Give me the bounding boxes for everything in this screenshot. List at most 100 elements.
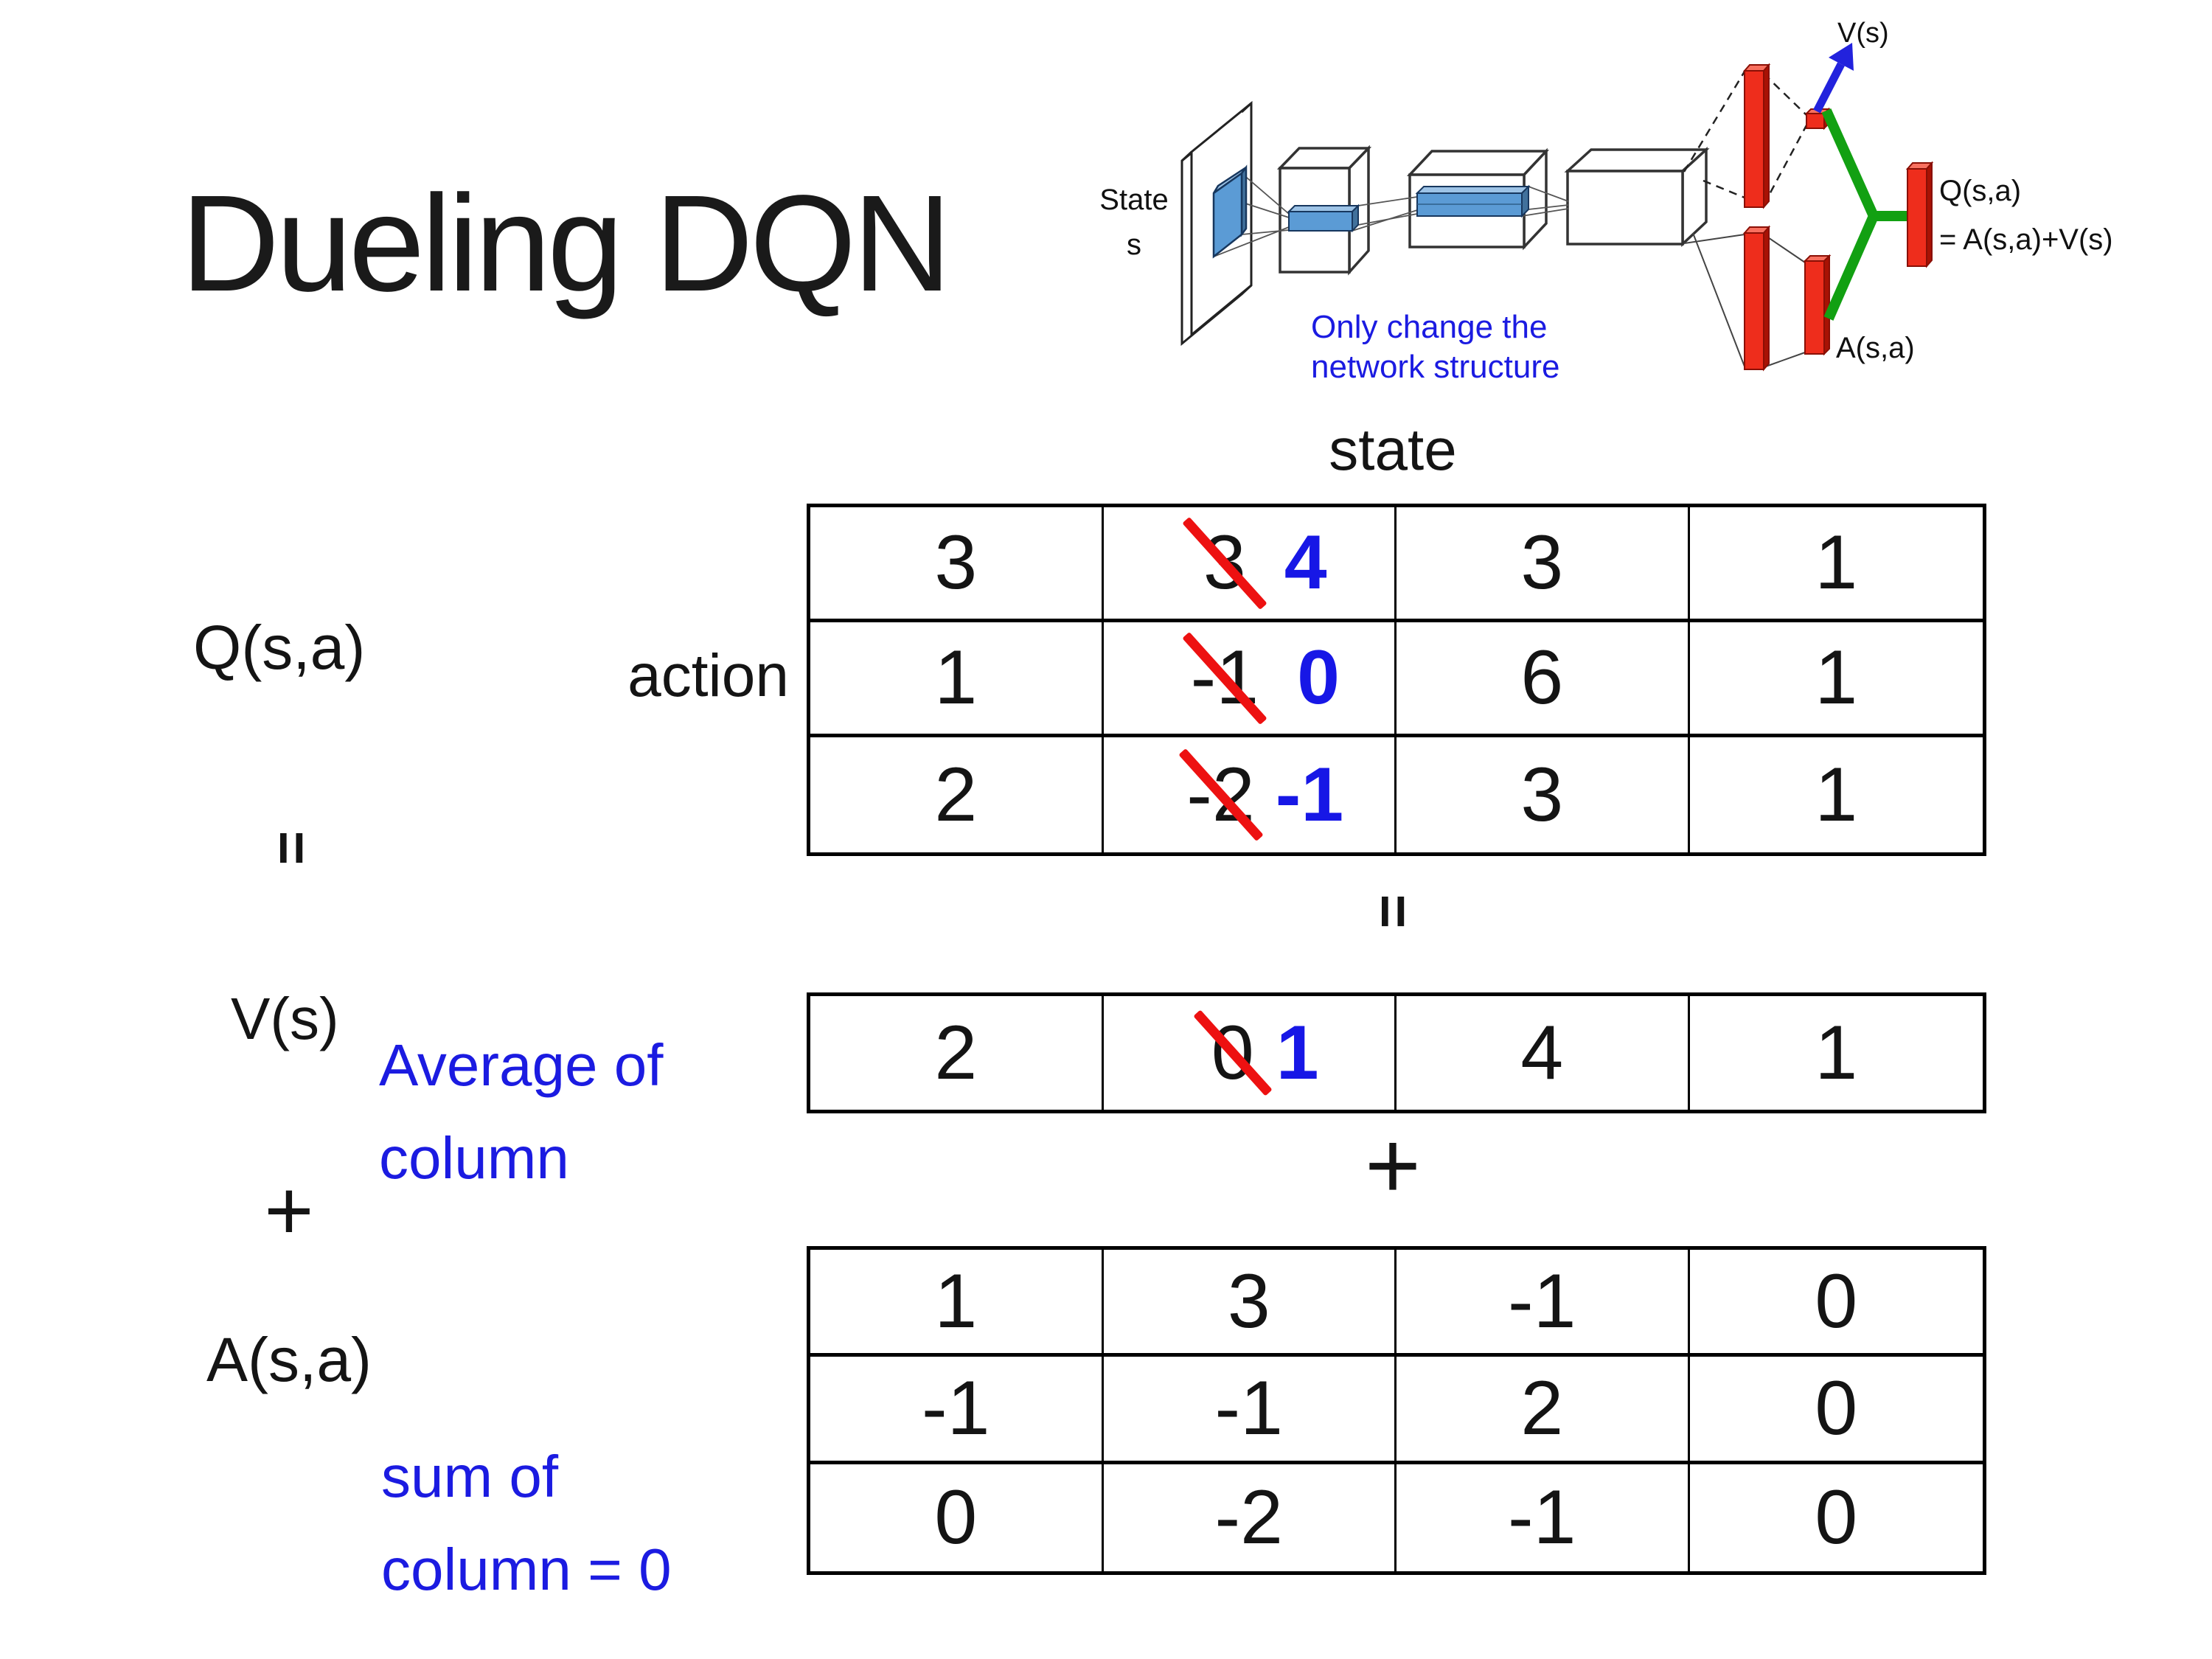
a-value: 1 xyxy=(934,1258,978,1344)
q-cell-struck: -2-1 xyxy=(1104,737,1397,852)
a-value: 0 xyxy=(934,1474,978,1560)
sum-note-line1: sum of xyxy=(381,1444,559,1509)
q-value: 1 xyxy=(1815,635,1858,720)
diagram-q-label-line2: = A(s,a)+V(s) xyxy=(1939,223,2113,256)
q-new-value: -1 xyxy=(1275,751,1344,838)
equals-sign-left: = xyxy=(243,813,339,883)
input-frame xyxy=(1180,100,1253,347)
v-value: 2 xyxy=(934,1009,978,1096)
a-cell: 3 xyxy=(1103,1250,1397,1357)
network-diagram: V(s) State s Only change the network str… xyxy=(1099,18,2113,385)
q-cell: 1 xyxy=(1689,622,1983,737)
q-cell-struck: -1 0 xyxy=(1103,622,1397,737)
conv-connection-lines xyxy=(1213,173,1569,257)
equals-sign-center: = xyxy=(807,876,1979,946)
diagram-state-label-line1: State xyxy=(1099,184,1168,216)
q-value: 1 xyxy=(1815,751,1858,838)
q-cell: 3 xyxy=(810,507,1104,622)
v-matrix-label: V(s) xyxy=(231,986,339,1051)
plus-sign-center: + xyxy=(1365,1111,1421,1219)
q-value: 1 xyxy=(1815,520,1858,605)
diagram-q-label-line1: Q(s,a) xyxy=(1939,175,2021,207)
a-value: 0 xyxy=(1815,1474,1858,1560)
a-cell: -1 xyxy=(810,1357,1104,1464)
a-value: -1 xyxy=(922,1365,990,1451)
diagram-note-line2: network structure xyxy=(1311,349,1559,385)
q-new-value: 0 xyxy=(1297,635,1340,720)
conv-filter-input xyxy=(1212,164,1248,259)
page-title: Dueling DQN xyxy=(181,167,952,320)
q-cell: 1 xyxy=(810,622,1104,737)
q-cell: 3 xyxy=(1397,737,1690,852)
diagram-a-label: A(s,a) xyxy=(1836,332,1915,364)
q-cell: 6 xyxy=(1397,622,1690,737)
diagram-state-label-line2: s xyxy=(1127,229,1141,261)
q-cell: 1 xyxy=(1689,507,1983,622)
average-note: Average of column xyxy=(379,1019,663,1206)
q-cell-struck: 34 xyxy=(1103,507,1397,622)
q-old-value: -1 xyxy=(1182,631,1267,725)
sum-note: sum of column = 0 xyxy=(381,1430,672,1617)
q-cell: 2 xyxy=(810,737,1104,852)
a-cell: -2 xyxy=(1104,1464,1397,1571)
q-value: 1 xyxy=(934,635,978,720)
v-value: 1 xyxy=(1815,1009,1858,1096)
equals-glyph: = xyxy=(259,830,324,865)
a-cell: 0 xyxy=(1689,1250,1983,1357)
a-cell: -1 xyxy=(1397,1464,1690,1571)
sum-note-line2: column = 0 xyxy=(381,1537,672,1603)
v-cell: 1 xyxy=(1690,996,1983,1110)
q-value: 3 xyxy=(1520,520,1564,605)
value-stream-dashed-lines xyxy=(1683,71,1808,206)
v-cell: 2 xyxy=(810,996,1104,1110)
value-output-arrow xyxy=(1813,43,1854,114)
a-cell: 0 xyxy=(1689,1357,1983,1464)
q-old-value: -2 xyxy=(1178,748,1264,842)
q-value: 2 xyxy=(934,751,978,838)
q-cell: 1 xyxy=(1690,737,1983,852)
fc-bar-value xyxy=(1742,63,1771,209)
a-value: 2 xyxy=(1520,1365,1564,1451)
v-new-value: 1 xyxy=(1276,1009,1319,1096)
a-cell: 0 xyxy=(810,1464,1104,1571)
a-cell: 0 xyxy=(1690,1464,1983,1571)
a-value: -2 xyxy=(1214,1474,1283,1560)
q-value: 3 xyxy=(1520,751,1564,838)
a-cell: -1 xyxy=(1397,1250,1690,1357)
v-old-value: 0 xyxy=(1193,1009,1273,1097)
q-value: 6 xyxy=(1520,635,1564,720)
a-matrix-label: A(s,a) xyxy=(206,1325,372,1394)
q-value: 3 xyxy=(934,520,978,605)
q-old-value: 3 xyxy=(1182,516,1267,610)
advantage-stream-lines xyxy=(1683,232,1806,368)
average-note-line2: column xyxy=(379,1125,569,1192)
q-matrix-label: Q(s,a) xyxy=(193,613,366,682)
q-new-value: 4 xyxy=(1284,520,1327,605)
a-cell: 2 xyxy=(1397,1357,1690,1464)
v-cell-struck: 01 xyxy=(1104,996,1397,1110)
conv-feature-bar-2 xyxy=(1415,184,1531,218)
fc-bar-advantage xyxy=(1742,225,1771,372)
conv-feature-bar-1 xyxy=(1287,204,1360,233)
a-value: -1 xyxy=(1508,1258,1576,1344)
conv-cube-3 xyxy=(1564,147,1710,248)
diagram-note-line1: Only change the xyxy=(1311,309,1547,345)
advantage-vector-bar xyxy=(1803,254,1832,356)
v-table: 2 01 4 1 xyxy=(807,992,1986,1113)
a-value: 0 xyxy=(1815,1258,1858,1344)
equals-glyph: = xyxy=(1360,894,1426,928)
a-table: 1 3 -1 0 -1 -1 2 0 0 -2 -1 0 xyxy=(807,1246,1986,1575)
a-value: -1 xyxy=(1214,1365,1283,1451)
v-cell: 4 xyxy=(1397,996,1690,1110)
a-cell: -1 xyxy=(1103,1357,1397,1464)
a-value: 3 xyxy=(1227,1258,1270,1344)
diagram-v-label: V(s) xyxy=(1837,18,1889,49)
a-value: -1 xyxy=(1508,1474,1576,1560)
plus-sign-left: + xyxy=(264,1164,314,1258)
q-output-bar xyxy=(1905,161,1934,268)
q-cell: 3 xyxy=(1397,507,1690,622)
q-table: 3 34 3 1 1 -10 6 1 2 -2-1 3 1 xyxy=(807,504,1986,856)
action-row-header: action xyxy=(627,642,789,709)
a-value: 0 xyxy=(1815,1365,1858,1451)
